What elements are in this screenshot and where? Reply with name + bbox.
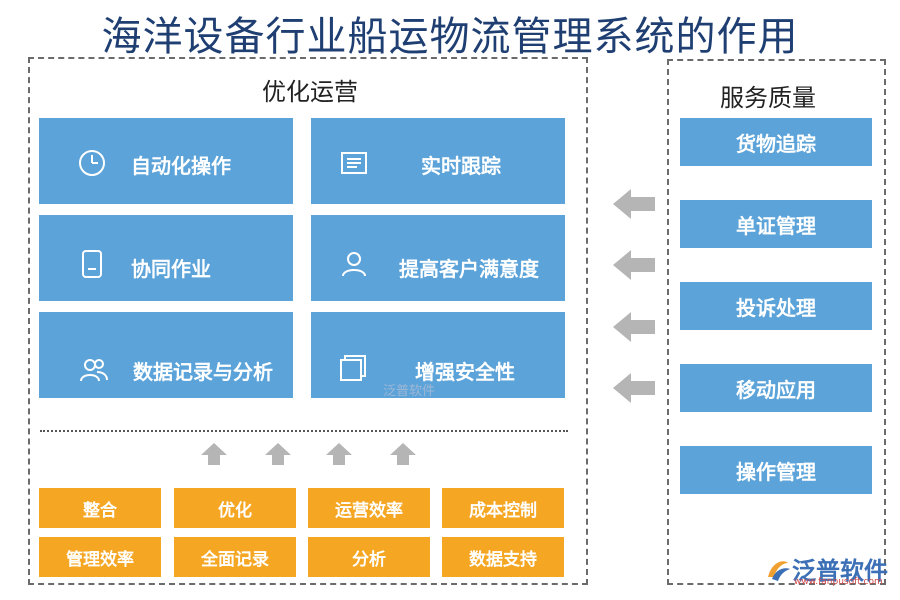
optimize-operations-title: 优化运营: [262, 78, 358, 106]
tile-security-label: 增强安全性: [415, 360, 515, 384]
layers-icon: [339, 352, 369, 382]
foundation-item: 数据支持: [442, 537, 564, 577]
tile-collaboration-label: 协同作业: [131, 257, 211, 281]
page-title: 海洋设备行业船运物流管理系统的作用: [101, 14, 799, 60]
phone-icon: [77, 249, 107, 279]
service-item-operation-management: 操作管理: [680, 446, 872, 494]
divider-dotted: [40, 430, 568, 432]
clock-icon: [77, 148, 107, 178]
left-arrow-icon: [613, 312, 655, 342]
foundation-item: 整合: [39, 488, 161, 528]
foundation-item: 全面记录: [174, 537, 296, 577]
foundation-item: 分析: [308, 537, 430, 577]
brand-logo-icon: [768, 560, 790, 581]
foundation-item: 成本控制: [442, 488, 564, 528]
service-item-complaint-handling: 投诉处理: [680, 282, 872, 330]
tile-customer-satisfaction-label: 提高客户满意度: [399, 257, 539, 281]
tile-security: 增强安全性: [311, 312, 565, 398]
tile-automation: 自动化操作: [39, 118, 293, 204]
brand-logo-url: www.fanpusoft.com: [794, 577, 883, 587]
tile-customer-satisfaction: 提高客户满意度: [311, 215, 565, 301]
foundation-item: 管理效率: [39, 537, 161, 577]
foundation-item: 优化: [174, 488, 296, 528]
service-item-document-management: 单证管理: [680, 200, 872, 248]
user-icon: [339, 249, 369, 279]
up-arrow-icon: [265, 443, 291, 465]
tile-data-analysis: 数据记录与分析: [39, 312, 293, 398]
optimize-operations-panel: [28, 57, 588, 585]
service-quality-panel: [667, 59, 886, 585]
left-arrow-icon: [613, 373, 655, 403]
brand-logo: 泛普软件 www.fanpusoft.com: [764, 551, 888, 587]
center-watermark: 泛普软件: [383, 384, 436, 399]
tile-data-analysis-label: 数据记录与分析: [133, 360, 273, 384]
tile-automation-label: 自动化操作: [131, 154, 231, 178]
users-icon: [79, 354, 109, 384]
service-item-cargo-tracking: 货物追踪: [680, 118, 872, 166]
foundation-item: 运营效率: [308, 488, 430, 528]
service-quality-title: 服务质量: [720, 84, 816, 112]
tile-realtime-tracking: 实时跟踪: [311, 118, 565, 204]
up-arrow-icon: [326, 443, 352, 465]
tile-collaboration: 协同作业: [39, 215, 293, 301]
left-arrow-icon: [613, 250, 655, 280]
tile-realtime-tracking-label: 实时跟踪: [421, 154, 501, 178]
service-item-mobile-app: 移动应用: [680, 364, 872, 412]
left-arrow-icon: [613, 189, 655, 219]
up-arrow-icon: [201, 443, 227, 465]
document-list-icon: [339, 148, 369, 178]
up-arrow-icon: [390, 443, 416, 465]
brand-logo-text: 泛普软件: [792, 557, 888, 585]
